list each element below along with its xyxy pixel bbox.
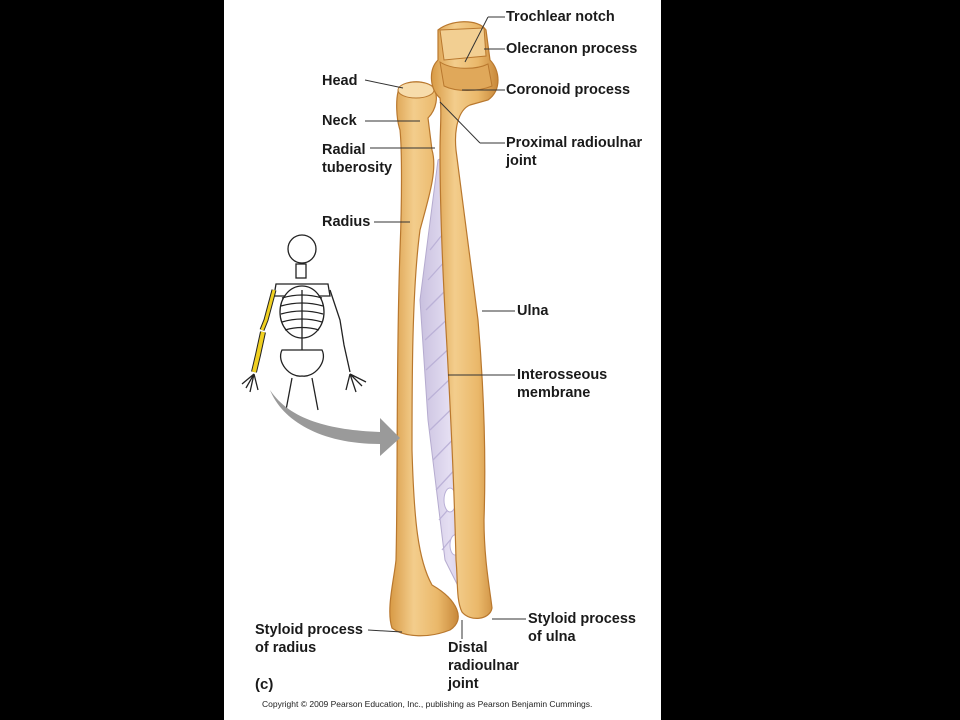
label-proximal-radioulnar-joint: Proximal radioulnar joint bbox=[506, 135, 643, 169]
skeleton-thumbnail bbox=[241, 234, 367, 411]
label-interosseous-membrane: Interosseous membrane bbox=[517, 367, 608, 401]
label-radial-tuberosity: Radial tuberosity bbox=[322, 142, 393, 176]
label-styloid-process-of-radius: Styloid process of radius bbox=[255, 622, 363, 656]
label-trochlear-notch: Trochlear notch bbox=[506, 9, 615, 25]
figure-panel bbox=[224, 0, 661, 720]
label-coronoid-process: Coronoid process bbox=[506, 82, 631, 98]
label-distal-radioulnar-joint: Distal radioulnar joint bbox=[448, 640, 519, 692]
forearm-illustration bbox=[241, 16, 526, 639]
copyright-notice: Copyright © 2009 Pearson Education, Inc.… bbox=[262, 699, 593, 709]
label-neck: Neck bbox=[322, 113, 357, 129]
label-radius: Radius bbox=[322, 214, 371, 230]
leader-lines bbox=[364, 16, 526, 639]
label-head: Head bbox=[322, 73, 358, 89]
radius-bone bbox=[389, 81, 459, 637]
label-olecranon-process: Olecranon process bbox=[506, 41, 638, 57]
pointer-arrow bbox=[270, 390, 400, 456]
panel-letter: (c) bbox=[255, 676, 274, 693]
label-styloid-process-of-ulna: Styloid process of ulna bbox=[528, 611, 636, 645]
ulna-bone bbox=[430, 21, 499, 619]
label-ulna: Ulna bbox=[517, 303, 549, 319]
